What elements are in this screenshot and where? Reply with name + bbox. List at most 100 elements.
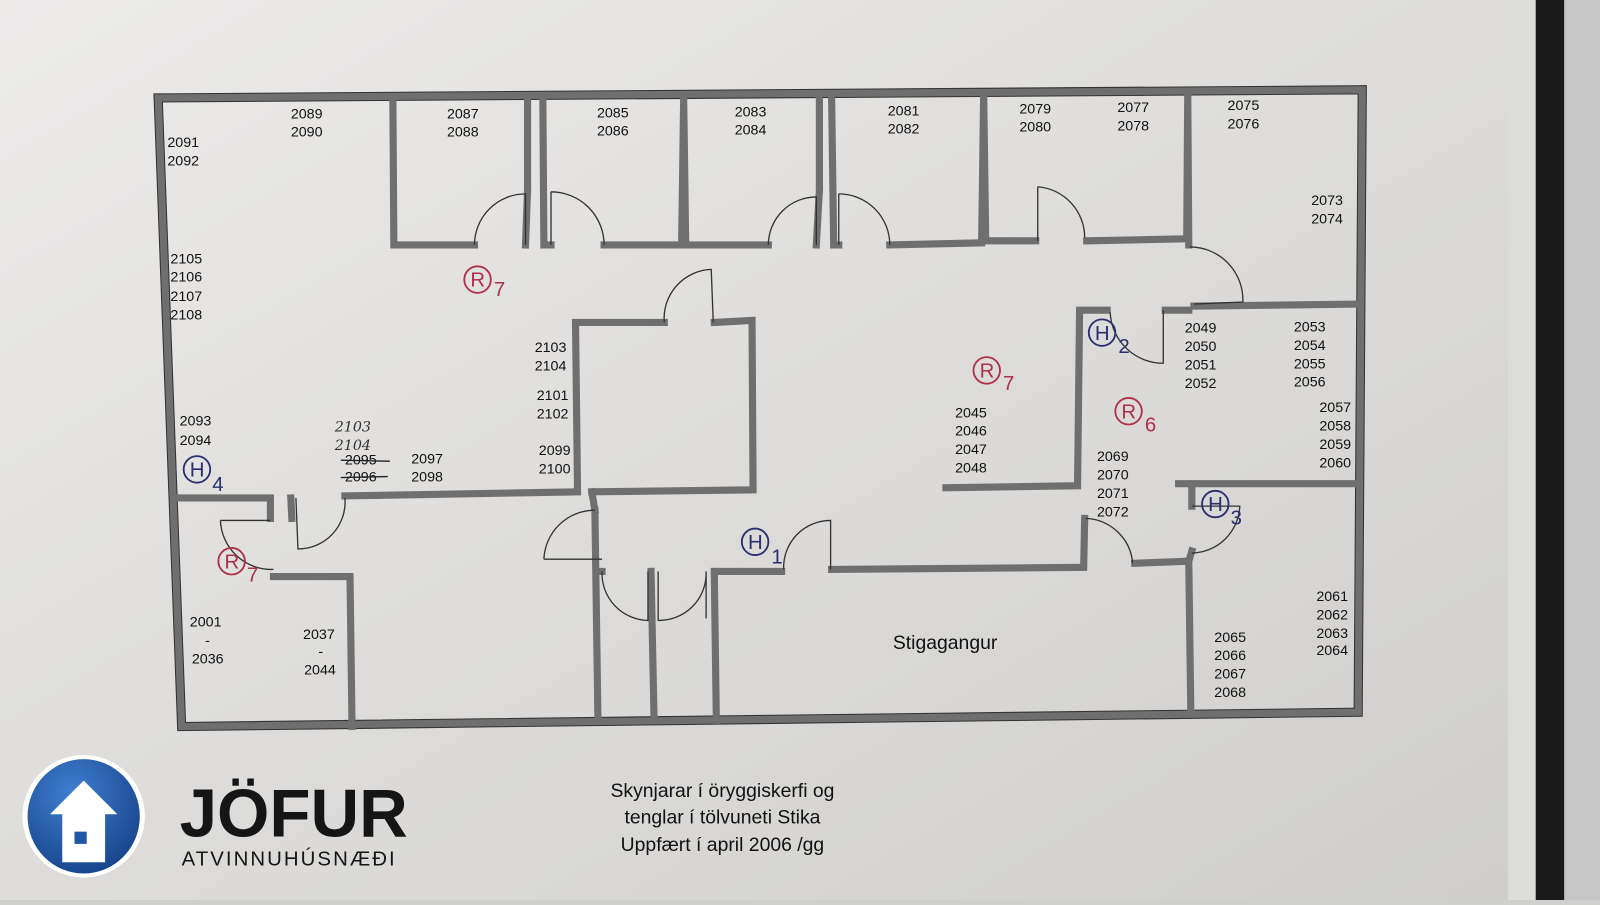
sensor-r-marker: R7 — [972, 356, 1014, 395]
caption-line: tenglar í tölvuneti Stika — [624, 806, 820, 828]
room-label: 2046 — [955, 424, 987, 440]
room-label: 2092 — [167, 153, 199, 169]
room-label: 2094 — [180, 433, 212, 449]
room-label: 2047 — [955, 442, 987, 458]
caption: Skynjarar í öryggiskerfi og tenglar í tö… — [610, 780, 834, 856]
svg-text:7: 7 — [494, 279, 505, 301]
room-label: 2107 — [170, 289, 202, 305]
svg-text:7: 7 — [247, 565, 258, 587]
room-label: 2101 — [537, 388, 569, 404]
room-label: 2075 — [1228, 98, 1260, 114]
room-label: 2106 — [170, 270, 202, 286]
room-label: 2088 — [447, 125, 479, 141]
room-label: 2076 — [1228, 117, 1260, 133]
svg-text:H: H — [190, 460, 205, 482]
room-label: 2057 — [1319, 400, 1351, 416]
svg-text:6: 6 — [1145, 415, 1156, 437]
svg-text:7: 7 — [1003, 373, 1014, 395]
sensor-h-marker: H2 — [1087, 318, 1130, 358]
strikethrough — [340, 459, 390, 462]
room-label: 2099 — [539, 443, 571, 459]
room-label: 2102 — [537, 406, 569, 422]
handwritten-note: 2104 — [334, 438, 371, 454]
svg-text:3: 3 — [1231, 507, 1242, 529]
room-label: 2070 — [1097, 468, 1129, 484]
room-label: 2054 — [1294, 338, 1326, 354]
room-label: 2036 — [192, 651, 224, 667]
room-label: 2049 — [1185, 321, 1217, 337]
room-label: 2050 — [1185, 339, 1217, 355]
wall-edge — [1508, 0, 1539, 900]
room-label: 2089 — [291, 106, 323, 122]
wall-panel — [1564, 0, 1600, 900]
room-label: 2045 — [955, 405, 987, 421]
logo-tagline: ATVINNUHÚSNÆÐI — [182, 847, 397, 870]
svg-text:H: H — [748, 532, 763, 554]
logo-name: JÖFUR — [180, 777, 408, 852]
room-label: 2066 — [1214, 648, 1246, 664]
room-label: 2078 — [1117, 119, 1149, 135]
room-label: 2108 — [170, 307, 202, 323]
room-label: 2079 — [1019, 101, 1051, 117]
room-label: 2067 — [1214, 667, 1246, 683]
room-label: 2058 — [1319, 419, 1351, 435]
room-label: 2056 — [1294, 375, 1326, 391]
house-icon — [50, 780, 118, 863]
room-label: 2082 — [888, 122, 920, 138]
room-label: 2068 — [1214, 685, 1246, 701]
sensor-h-marker: H3 — [1201, 489, 1242, 529]
room-label: 2044 — [304, 662, 336, 678]
room-label: 2090 — [291, 125, 323, 141]
room-label: 2060 — [1319, 455, 1351, 471]
room-label: 2074 — [1311, 211, 1343, 227]
room-labels: 2089 2090 2091 2092 2087 2088 2085 2086 … — [167, 98, 1351, 701]
room-label: 2086 — [597, 124, 629, 140]
room-label: 2100 — [539, 461, 571, 477]
room-label: 2065 — [1214, 630, 1246, 646]
svg-text:R: R — [224, 551, 239, 573]
room-label: 2085 — [597, 105, 629, 121]
door-frame — [1535, 0, 1565, 900]
room-label: 2063 — [1316, 626, 1348, 642]
room-label: 2083 — [735, 104, 767, 120]
room-label: 2093 — [180, 414, 212, 430]
room-label: 2071 — [1097, 486, 1129, 502]
handwritten-note: 2103 — [334, 420, 371, 436]
room-label: 2059 — [1319, 437, 1351, 453]
sensor-h-marker: H4 — [182, 455, 224, 496]
room-label: 2098 — [411, 470, 443, 486]
room-label: 2091 — [167, 135, 199, 151]
svg-text:R: R — [980, 361, 995, 383]
room-label: - — [318, 644, 323, 660]
svg-text:H: H — [1095, 323, 1110, 345]
sensor-r-marker: R7 — [217, 547, 258, 587]
room-label: 2097 — [411, 451, 443, 467]
room-label: 2103 — [535, 340, 567, 356]
room-label: 2064 — [1316, 643, 1348, 659]
stairwell-label: Stigagangur — [893, 632, 998, 654]
room-label: 2048 — [955, 460, 987, 476]
strikethrough — [340, 475, 388, 479]
room-label: 2052 — [1185, 376, 1217, 392]
room-label: 2084 — [735, 123, 767, 139]
svg-text:R: R — [470, 270, 485, 292]
room-label: 2037 — [303, 627, 335, 643]
room-label: 2105 — [170, 251, 202, 267]
room-label: - — [205, 633, 210, 649]
company-logo: JÖFUR ATVINNUHÚSNÆÐI — [22, 755, 408, 878]
svg-text:1: 1 — [771, 546, 782, 568]
room-label: 2087 — [447, 106, 479, 122]
room-label: 2053 — [1294, 320, 1326, 336]
room-label: 2051 — [1185, 357, 1217, 373]
caption-line: Uppfært í april 2006 /gg — [621, 834, 825, 856]
room-label: 2080 — [1019, 120, 1051, 136]
room-label: 2062 — [1316, 607, 1348, 623]
sensor-r-marker: R6 — [1114, 397, 1156, 437]
room-label: 2061 — [1316, 589, 1348, 605]
sensor-h-marker: H1 — [740, 527, 783, 568]
caption-line: Skynjarar í öryggiskerfi og — [610, 780, 834, 802]
